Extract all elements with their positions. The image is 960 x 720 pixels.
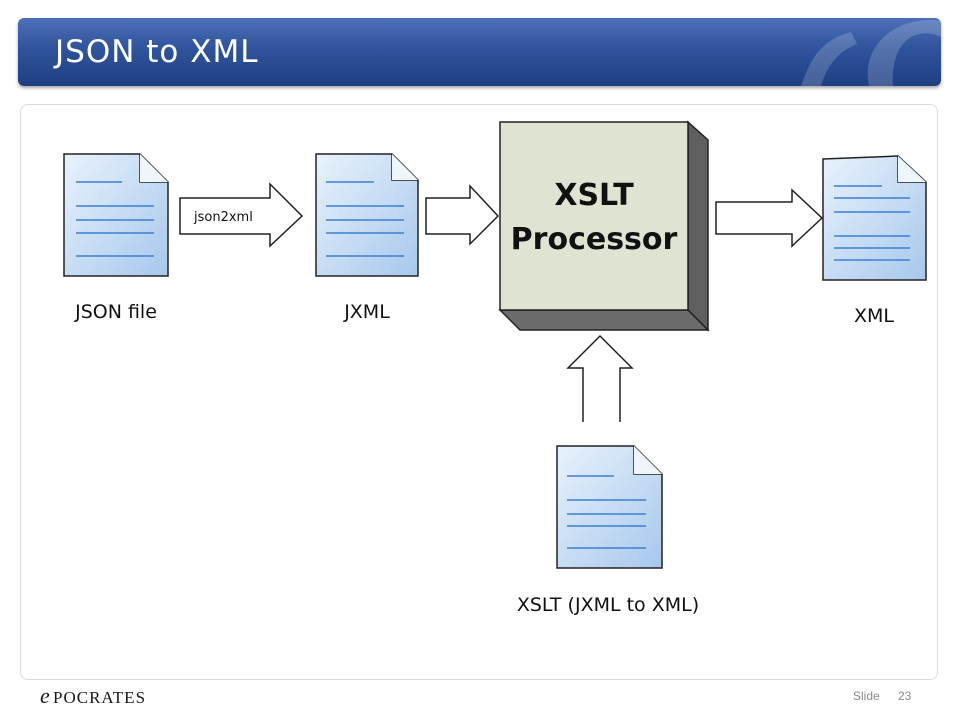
xslt-document-icon <box>556 445 663 569</box>
json-file-document-icon <box>63 153 169 277</box>
json-file-label: JSON file <box>74 301 157 323</box>
jxml-document-icon <box>315 153 419 277</box>
svg-text:e: e <box>40 684 50 708</box>
svg-text:POCRATES: POCRATES <box>53 688 146 707</box>
slide-number: 23 <box>898 689 912 703</box>
xml-document-icon <box>822 155 927 281</box>
processor-to-xml-arrow <box>715 188 824 248</box>
epocrates-e-watermark <box>801 20 941 86</box>
json2xml-arrow <box>179 182 304 248</box>
xslt-processor-box <box>498 120 710 332</box>
xslt-to-processor-arrow <box>566 334 634 422</box>
epocrates-logo: e POCRATES <box>40 684 146 708</box>
processor-title-line2: Processor <box>511 222 678 257</box>
xslt-label: XSLT (JXML to XML) <box>517 594 699 616</box>
xml-label: XML <box>854 305 894 327</box>
json2xml-label: json2xml <box>193 210 253 225</box>
page-title: JSON to XML <box>55 34 259 70</box>
jxml-to-processor-arrow <box>425 184 500 246</box>
processor-title-line1: XSLT <box>554 178 634 213</box>
jxml-label: JXML <box>343 301 390 323</box>
title-bar: JSON to XML <box>18 18 941 86</box>
slide-label: Slide <box>853 689 880 703</box>
